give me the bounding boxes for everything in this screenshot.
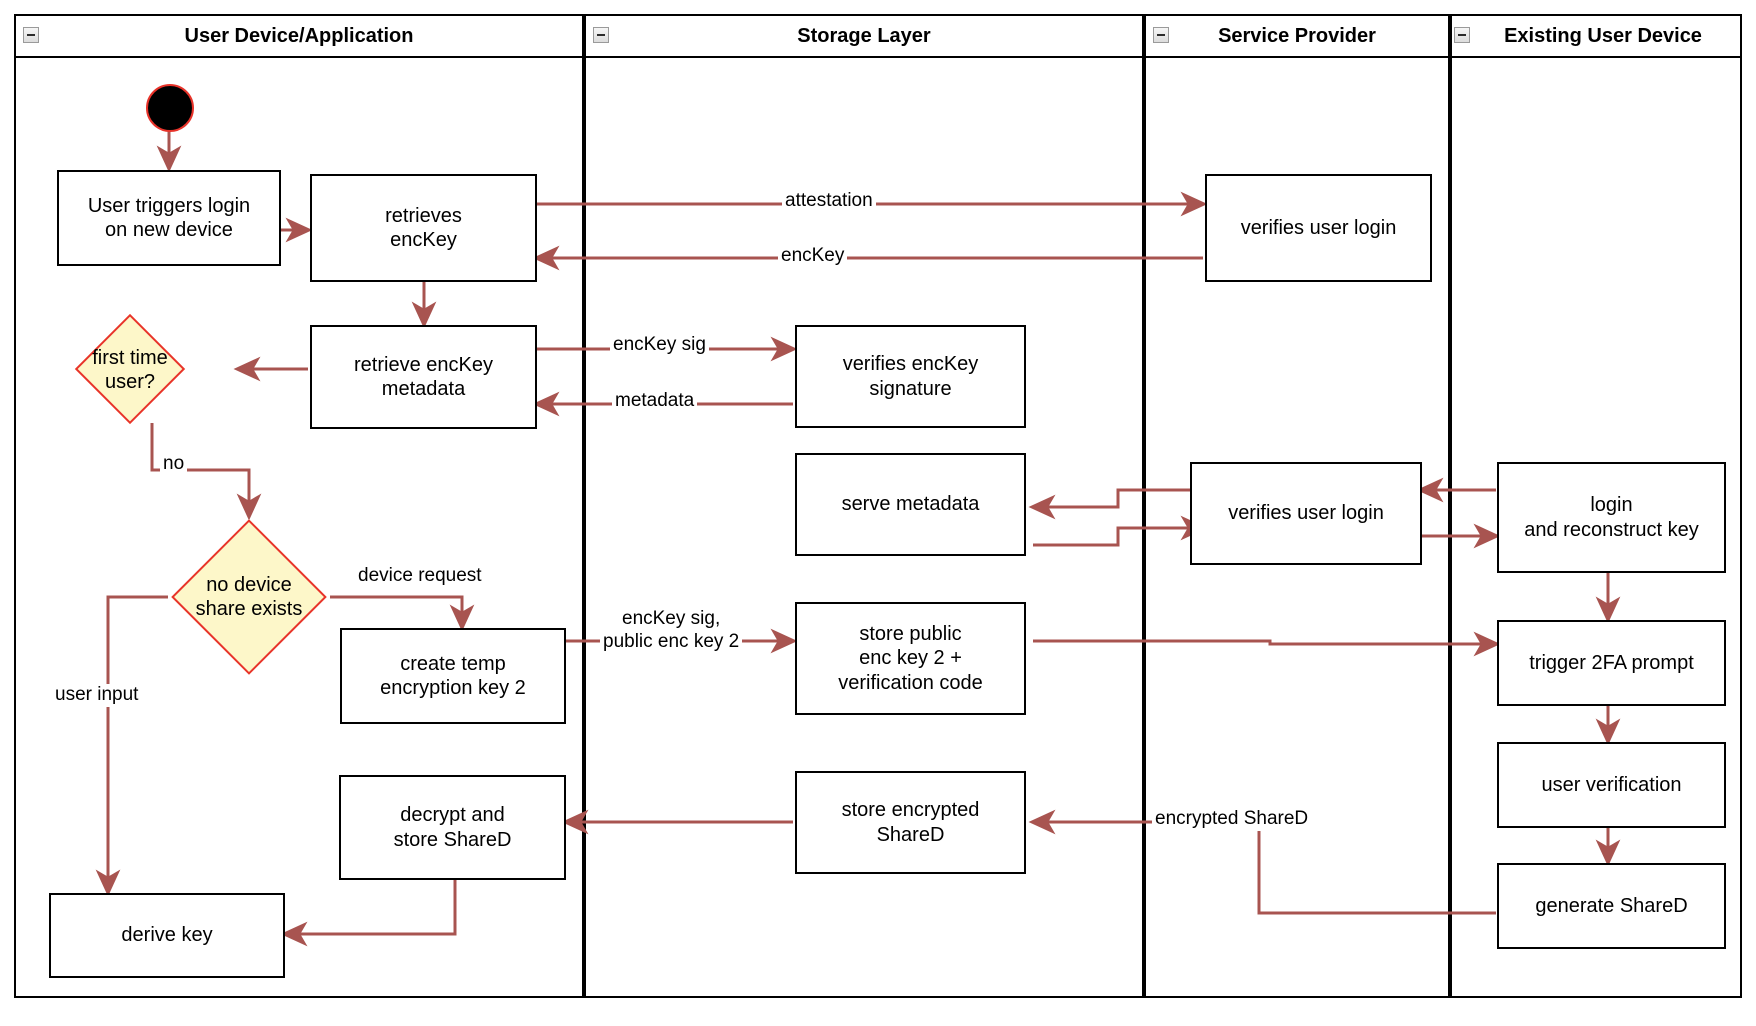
swimlane-header-user-device: User Device/Application xyxy=(16,16,582,58)
activity-serve-metadata[interactable]: serve metadata xyxy=(795,453,1026,556)
edge-label-enckey-sig: encKey sig xyxy=(610,334,709,357)
activity-user-verification[interactable]: user verification xyxy=(1497,742,1726,828)
edge-label-enckey-sig-public-enc-key-2: encKey sig, public enc key 2 xyxy=(600,608,743,654)
swimlane-title-user-device: User Device/Application xyxy=(184,24,414,47)
edge-label-no: no xyxy=(160,453,188,476)
edge-label-attestation: attestation xyxy=(782,190,876,213)
activity-decrypt-and-store-shared[interactable]: decrypt and store ShareD xyxy=(339,775,566,880)
edge-label-user-input: user input xyxy=(52,684,142,707)
collapse-minus-icon[interactable] xyxy=(23,27,39,43)
activity-retrieve-enckey-metadata[interactable]: retrieve encKey metadata xyxy=(310,325,537,429)
activity-verifies-enckey-signature[interactable]: verifies encKey signature xyxy=(795,325,1026,428)
activity-create-temp-encryption-key-2[interactable]: create temp encryption key 2 xyxy=(340,628,566,724)
activity-verifies-user-login-mid[interactable]: verifies user login xyxy=(1190,462,1422,565)
swimlane-existing-user-device[interactable]: Existing User Device xyxy=(1450,14,1742,998)
swimlane-header-service-provider: Service Provider xyxy=(1146,16,1448,58)
activity-generate-shared[interactable]: generate ShareD xyxy=(1497,863,1726,949)
swimlane-title-storage-layer: Storage Layer xyxy=(797,24,931,47)
swimlane-header-existing-user-device: Existing User Device xyxy=(1452,16,1740,58)
swimlane-user-device[interactable]: User Device/Application xyxy=(14,14,584,998)
activity-store-encrypted-shared[interactable]: store encrypted ShareD xyxy=(795,771,1026,874)
activity-store-public-enc-key-2[interactable]: store public enc key 2 + verification co… xyxy=(795,602,1026,715)
activity-login-and-reconstruct-key[interactable]: login and reconstruct key xyxy=(1497,462,1726,573)
activity-trigger-2fa-prompt[interactable]: trigger 2FA prompt xyxy=(1497,620,1726,706)
collapse-minus-icon[interactable] xyxy=(593,27,609,43)
initial-node xyxy=(146,84,194,132)
collapse-minus-icon[interactable] xyxy=(1454,27,1470,43)
swimlane-title-existing-user-device: Existing User Device xyxy=(1504,24,1702,47)
edge-label-device-request: device request xyxy=(355,565,485,588)
swimlane-title-service-provider: Service Provider xyxy=(1218,24,1376,47)
activity-user-triggers-login[interactable]: User triggers login on new device xyxy=(57,170,281,266)
activity-retrieves-enckey[interactable]: retrieves encKey xyxy=(310,174,537,282)
edge-label-enckey: encKey xyxy=(778,245,848,268)
activity-derive-key[interactable]: derive key xyxy=(49,893,285,978)
collapse-minus-icon[interactable] xyxy=(1153,27,1169,43)
edge-label-metadata: metadata xyxy=(612,390,698,413)
activity-verifies-user-login-top[interactable]: verifies user login xyxy=(1205,174,1432,282)
edge-label-encrypted-shared: encrypted ShareD xyxy=(1152,808,1312,831)
swimlane-header-storage-layer: Storage Layer xyxy=(586,16,1142,58)
